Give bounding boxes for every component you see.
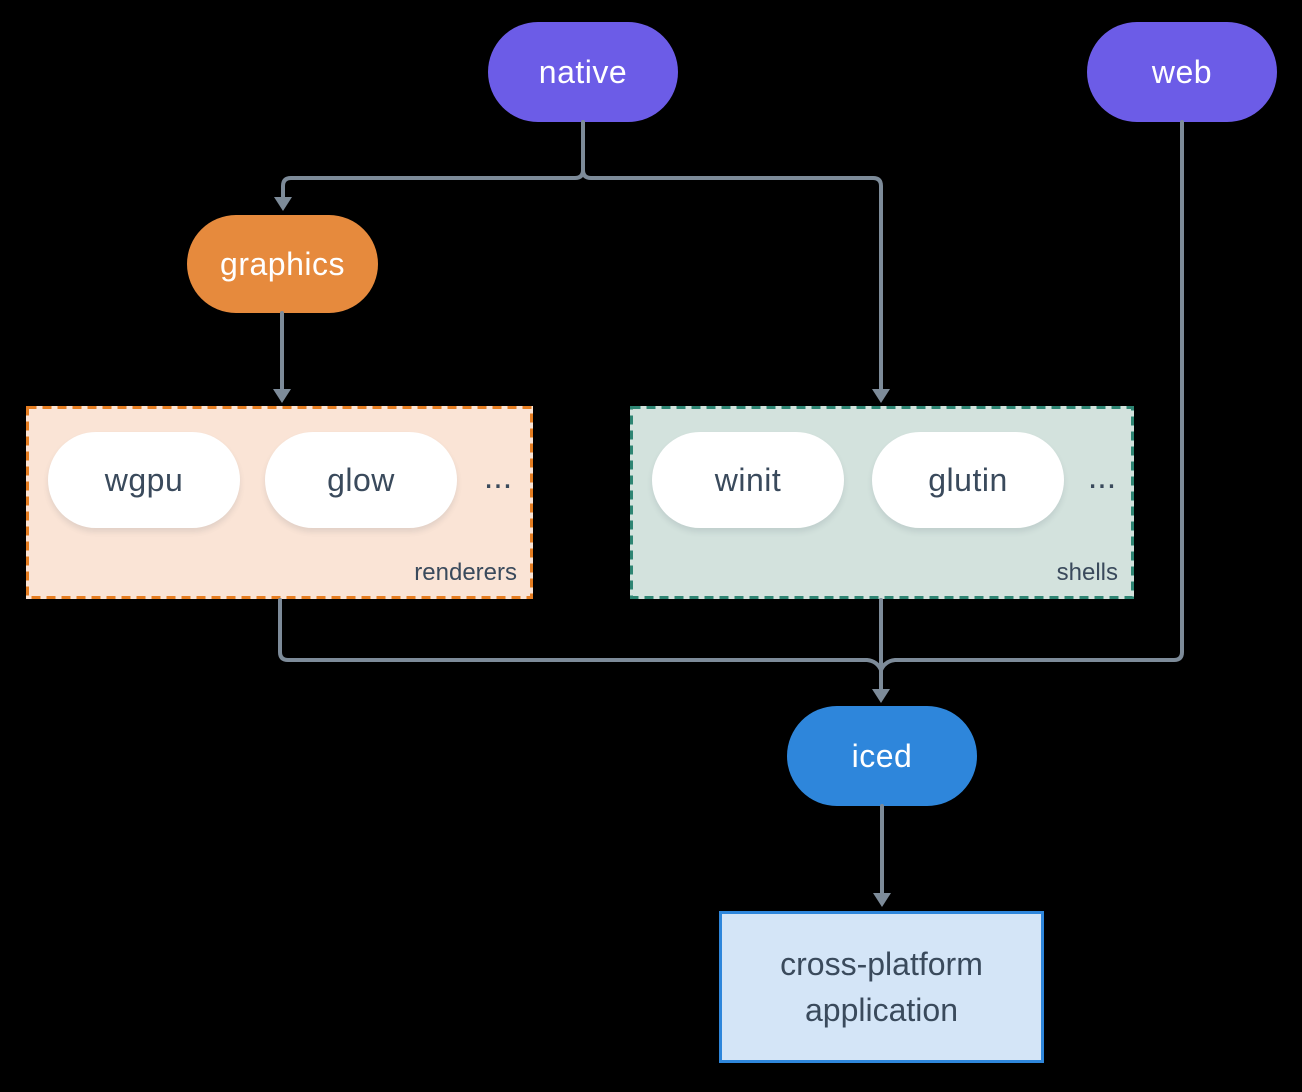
arrowhead-renderers bbox=[273, 389, 291, 403]
renderers-ellipsis: ... bbox=[483, 458, 513, 496]
app-box-label: cross-platform application bbox=[780, 946, 983, 1028]
arrowhead-shells bbox=[872, 389, 890, 403]
arrowhead-app bbox=[873, 893, 891, 907]
node-web-label: web bbox=[1151, 53, 1213, 90]
node-native: native bbox=[488, 22, 678, 122]
edge-native-graphics bbox=[281, 120, 585, 200]
arrowhead-iced bbox=[872, 689, 890, 703]
node-web: web bbox=[1087, 22, 1277, 122]
node-glow-label: glow bbox=[327, 461, 395, 498]
shells-group-label: shells bbox=[1056, 559, 1118, 586]
node-graphics: graphics bbox=[187, 215, 378, 313]
node-glow: glow bbox=[265, 432, 457, 528]
edge-native-shells bbox=[581, 120, 883, 392]
node-wgpu-label: wgpu bbox=[104, 461, 184, 498]
group-shells: winit glutin ... shells bbox=[630, 406, 1134, 599]
node-native-label: native bbox=[538, 53, 628, 90]
group-renderers: wgpu glow ... renderers bbox=[26, 406, 533, 599]
node-wgpu: wgpu bbox=[48, 432, 240, 528]
edge-renderers-iced bbox=[278, 598, 883, 672]
arrowhead-graphics bbox=[274, 197, 292, 211]
node-glutin: glutin bbox=[872, 432, 1064, 528]
node-winit: winit bbox=[652, 432, 844, 528]
node-iced-label: iced bbox=[851, 737, 913, 774]
node-winit-label: winit bbox=[714, 461, 782, 498]
node-glutin-label: glutin bbox=[928, 461, 1008, 498]
node-cross-platform-application: cross-platform application bbox=[719, 911, 1044, 1063]
node-iced: iced bbox=[787, 706, 977, 806]
shells-ellipsis: ... bbox=[1087, 458, 1117, 496]
node-graphics-label: graphics bbox=[220, 245, 345, 282]
renderers-group-label: renderers bbox=[414, 559, 517, 586]
